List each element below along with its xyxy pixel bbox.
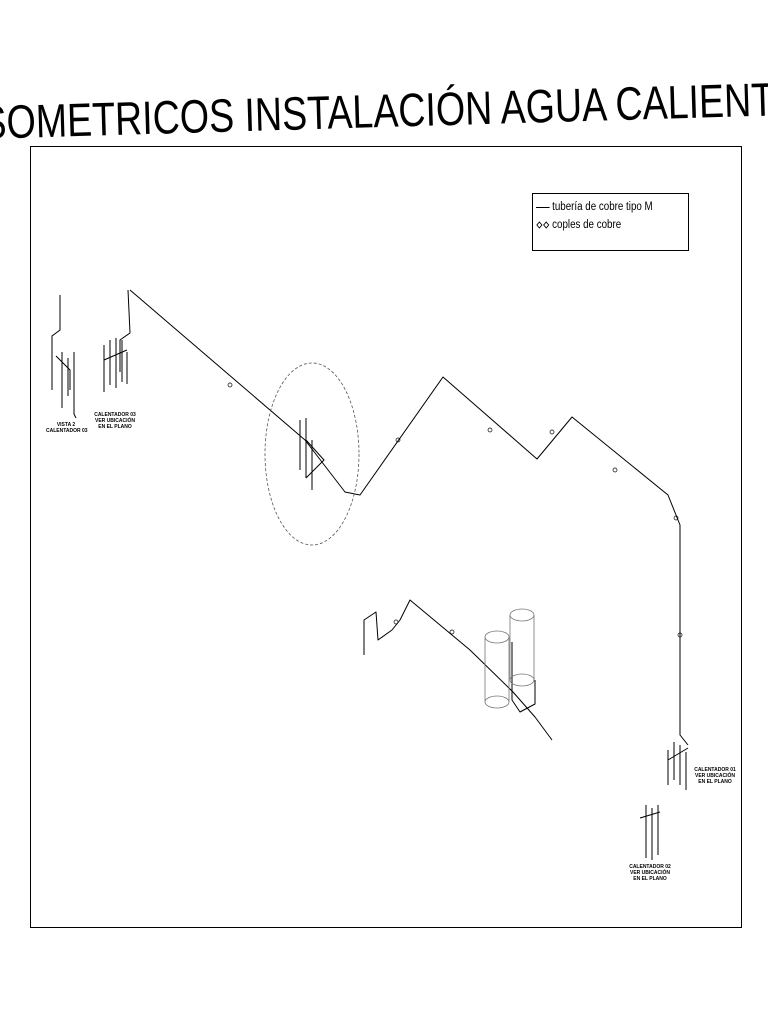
calentador02-text: CALENTADOR 02 bbox=[629, 864, 671, 870]
line-icon bbox=[536, 202, 550, 212]
equipment-sketches bbox=[51, 295, 689, 860]
vista2-calentador-text: CALENTADOR 03 bbox=[46, 428, 88, 434]
calentador01-note1: VER UBICACIÓN bbox=[694, 773, 735, 779]
vista2-text: VISTA 2 bbox=[56, 422, 76, 428]
main-pipe-run bbox=[119, 289, 131, 372]
label-vista2: VISTA 2 CALENTADOR 03 bbox=[46, 422, 88, 434]
pipe-lower-branch bbox=[363, 599, 553, 741]
calentador03-note2: EN EL PLANO bbox=[98, 424, 132, 430]
label-calentador02: CALENTADOR 02 VER UBICACIÓN EN EL PLANO bbox=[628, 864, 672, 882]
pipe-main-diagonal bbox=[129, 289, 689, 746]
legend-label-pipe: tubería de cobre tipo M bbox=[552, 201, 653, 213]
detail-circle bbox=[264, 362, 360, 546]
drawing-frame bbox=[30, 146, 742, 928]
couplings bbox=[227, 382, 683, 638]
calentador01-text: CALENTADOR 01 bbox=[694, 767, 736, 773]
coupling-icon bbox=[536, 220, 550, 230]
calentador02-note2: EN EL PLANO bbox=[633, 876, 667, 882]
legend-item-coupling: coples de cobre bbox=[536, 217, 621, 233]
label-calentador03: CALENTADOR 03 VER UBICACIÓN EN EL PLANO bbox=[94, 412, 136, 430]
calentador03-text: CALENTADOR 03 bbox=[94, 412, 136, 418]
pipe-lower-riser bbox=[511, 642, 536, 713]
legend-box: tubería de cobre tipo M coples de cobre bbox=[532, 193, 689, 251]
label-calentador01: CALENTADOR 01 VER UBICACIÓN EN EL PLANO bbox=[693, 767, 737, 785]
calentador01-note2: EN EL PLANO bbox=[698, 779, 732, 785]
legend-label-coupling: coples de cobre bbox=[552, 219, 622, 231]
calentador02-note1: VER UBICACIÓN bbox=[629, 870, 670, 876]
tank-group bbox=[484, 608, 535, 709]
drawing-title: ISOMETRICOS INSTALACIÓN AGUA CALIENTE bbox=[0, 78, 768, 148]
calentador03-note1: VER UBICACIÓN bbox=[94, 418, 135, 424]
legend-item-pipe: tubería de cobre tipo M bbox=[536, 199, 653, 215]
